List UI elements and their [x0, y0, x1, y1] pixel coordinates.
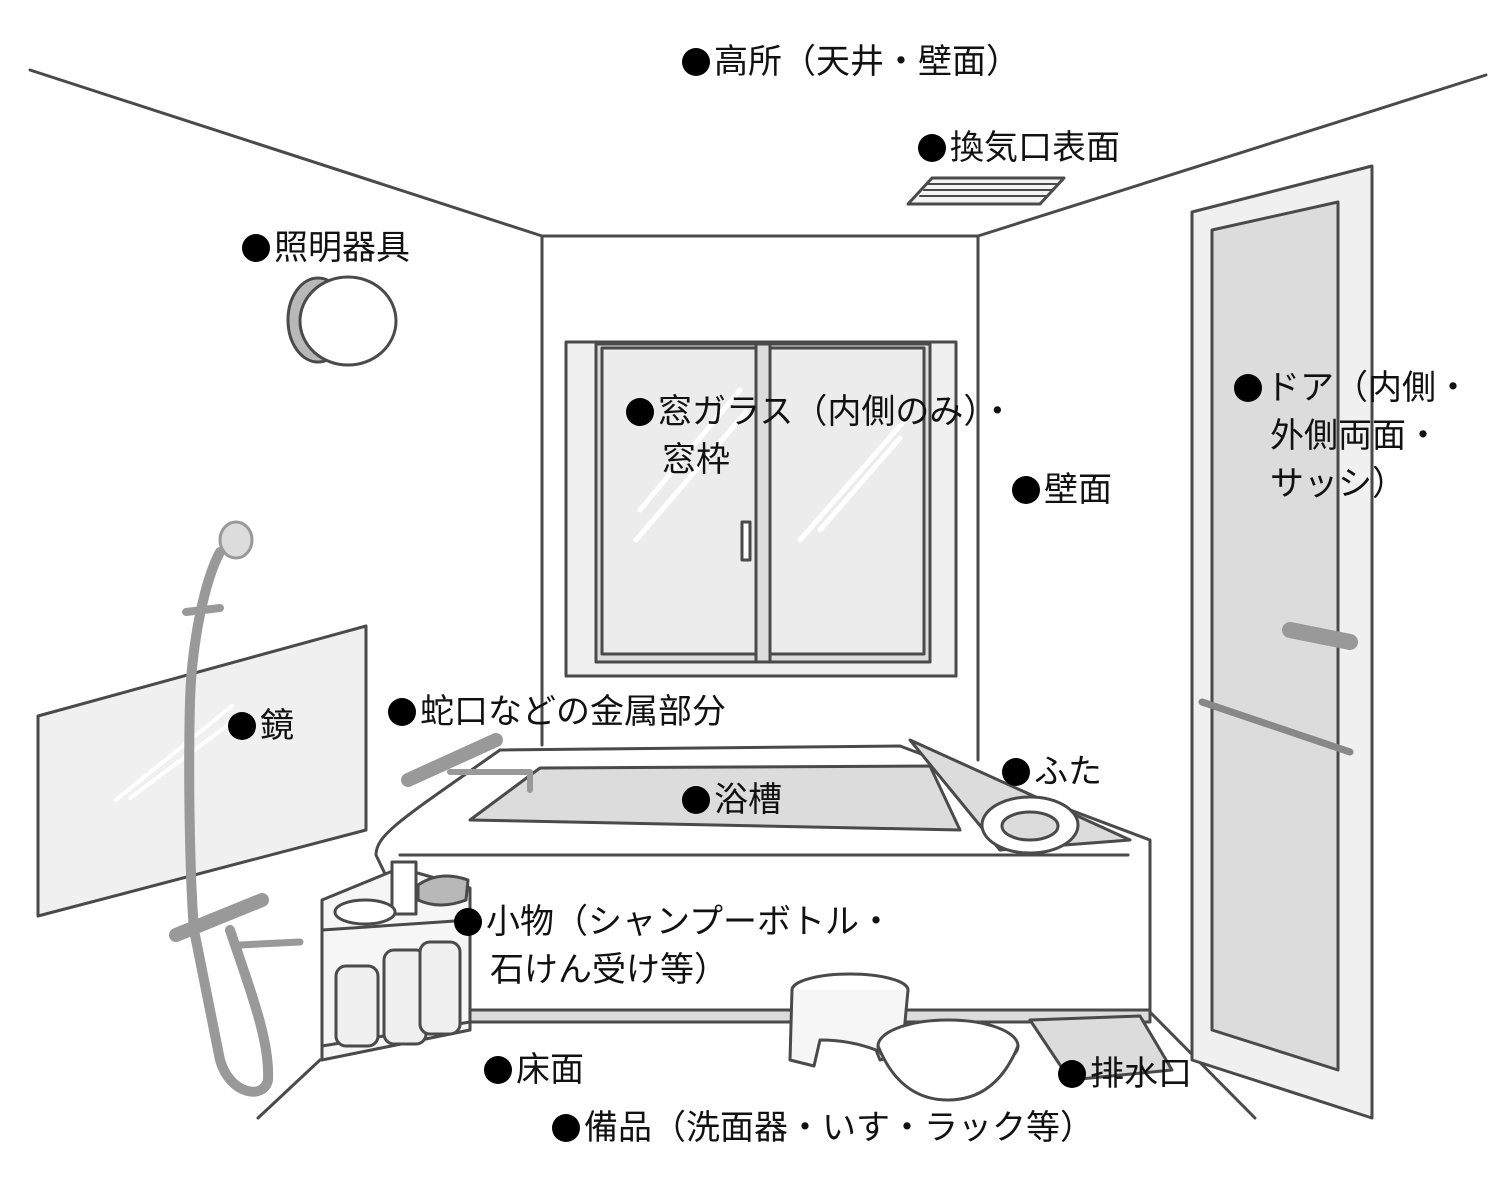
label-floor: 床面	[484, 1046, 584, 1094]
label-small-items: 小物（シャンプーボトル・ 石けん受け等）	[454, 898, 893, 994]
shower-icon	[169, 520, 304, 1097]
door-icon	[1190, 164, 1374, 1120]
faucet-icon	[401, 733, 533, 793]
label-lighting: 照明器具	[242, 224, 410, 272]
label-ceiling: 高所（天井・壁面）	[682, 38, 1020, 86]
bullet-dot-icon	[1012, 476, 1040, 504]
floor-right-edge	[1148, 1010, 1257, 1120]
label-mirror: 鏡	[228, 702, 294, 750]
corner-rack-icon	[320, 860, 472, 1062]
label-wall: 壁面	[1012, 466, 1112, 514]
bullet-dot-icon	[454, 908, 482, 936]
label-faucet: 蛇口などの金属部分	[388, 688, 726, 736]
bullet-dot-icon	[388, 698, 416, 726]
bullet-dot-icon	[918, 134, 946, 162]
bathtub-icon	[374, 744, 1174, 1082]
bullet-dot-icon	[1058, 1060, 1086, 1088]
vent-icon	[906, 176, 1066, 206]
label-bathtub: 浴槽	[682, 776, 782, 824]
mirror-icon	[36, 624, 368, 918]
floor-left-edge	[256, 1058, 322, 1120]
bullet-dot-icon	[242, 234, 270, 262]
bullet-dot-icon	[552, 1114, 580, 1142]
back-wall	[540, 234, 980, 762]
label-door: ドア（内側・ 外側両面・ サッシ）	[1234, 364, 1470, 508]
label-window: 窓ガラス（内側のみ）・ 窓枠	[626, 388, 1014, 484]
bullet-dot-icon	[1002, 758, 1030, 786]
bullet-dot-icon	[1234, 374, 1262, 402]
label-fixtures: 備品（洗面器・いす・ラック等）	[552, 1104, 1094, 1152]
ceiling-right-edge	[976, 73, 1488, 238]
bath-lid-icon	[908, 738, 1132, 855]
label-drain: 排水口	[1058, 1050, 1192, 1098]
bullet-dot-icon	[626, 398, 654, 426]
light-fixture-icon	[286, 275, 398, 367]
label-lid: ふた	[1002, 748, 1102, 796]
bullet-dot-icon	[484, 1056, 512, 1084]
bullet-dot-icon	[682, 786, 710, 814]
ceiling-left-edge	[28, 68, 544, 238]
window-icon	[564, 340, 958, 678]
wash-basin-icon	[876, 1018, 1020, 1102]
label-vent: 換気口表面	[918, 124, 1120, 172]
bullet-dot-icon	[228, 712, 256, 740]
bullet-dot-icon	[682, 48, 710, 76]
